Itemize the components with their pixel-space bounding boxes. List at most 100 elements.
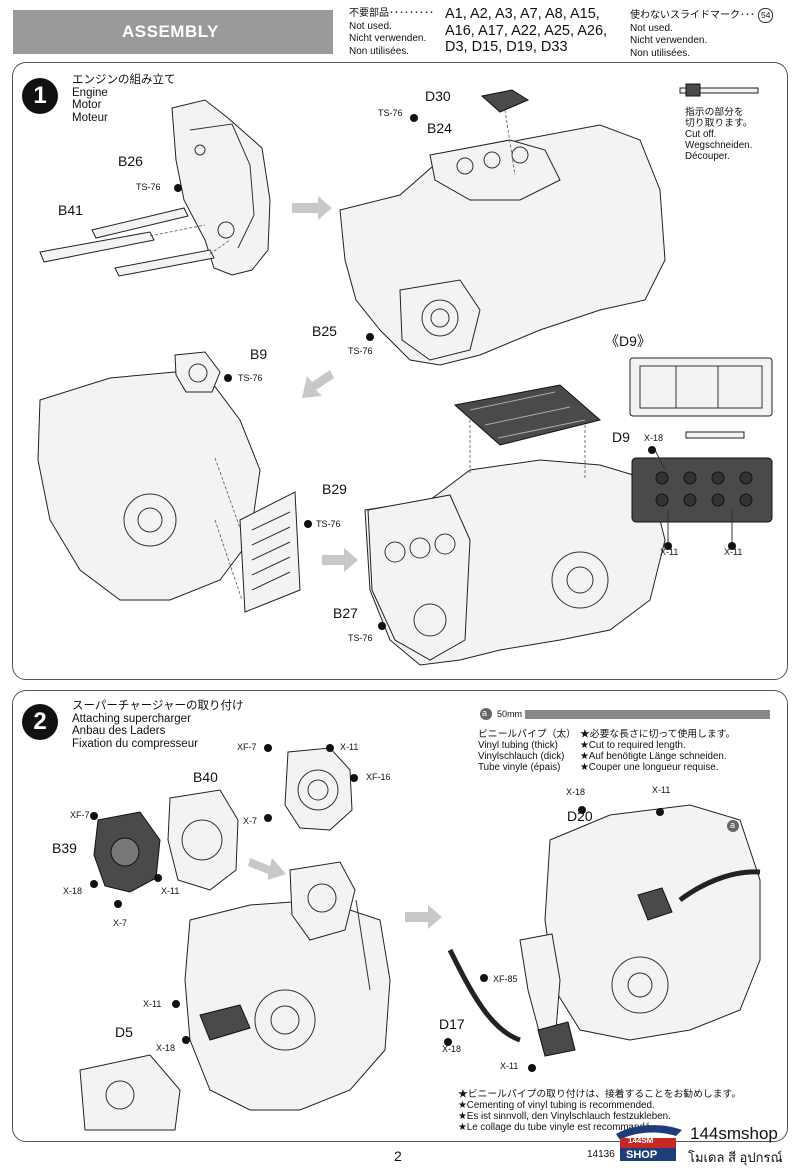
engine-step2-right <box>544 804 761 1041</box>
a-marker-icon-2 <box>727 820 739 832</box>
tube-scale-bar <box>525 710 770 719</box>
cement-ja: ★ビニールパイプの取り付けは、接着することをお勧めします。 <box>458 1089 742 1100</box>
label-d17: D17 <box>439 1016 465 1032</box>
label-d9: D9 <box>612 429 630 445</box>
flow-arrow-4 <box>248 858 286 880</box>
not-used-parts-line-1: A1, A2, A3, A7, A8, A15, <box>445 6 600 22</box>
step1-title-fr: Moteur <box>72 111 108 124</box>
label-xf16: XF-16 <box>366 772 391 782</box>
label-x11-a: X-11 <box>660 547 679 557</box>
label-x18-b2: X-18 <box>156 1043 176 1053</box>
a-marker-letter: a <box>482 708 488 718</box>
label-x18: X-18 <box>644 433 664 443</box>
unused-mark-fr: Non utilisées. <box>630 47 691 59</box>
label-x7-b: X-7 <box>113 918 128 928</box>
part-b41-shaft-b <box>114 249 215 277</box>
step2-number: 2 <box>22 704 58 740</box>
label-d9-bracket: 《D9》 <box>605 333 651 349</box>
step2-title: スーパーチャージャーの取り付け Attaching supercharger A… <box>72 700 243 750</box>
not-used-label: 不要部品･････････ Not used. Nicht verwenden.… <box>349 8 434 57</box>
not-used-de: Nicht verwenden. <box>349 33 427 44</box>
label-x11-c2: X-11 <box>143 999 162 1009</box>
label-b27: B27 <box>333 605 358 621</box>
label-xf85: XF-85 <box>493 974 518 984</box>
part-d5 <box>199 1004 251 1041</box>
watermark-thai: โมเดล สี อุปกรณ์ <box>688 1150 783 1165</box>
inset-detail <box>79 1054 181 1131</box>
label-b29: B29 <box>322 481 347 497</box>
shop-logo-top: 144SM <box>628 1136 654 1145</box>
step1-title-de: Motor <box>72 99 102 111</box>
part-d9 <box>453 384 602 446</box>
step2-illustration <box>79 708 770 1131</box>
tube-de: Vinylschlauch (dick) <box>478 751 565 762</box>
label-x11-e2: X-11 <box>500 1061 519 1071</box>
knife-icon-b <box>685 431 745 439</box>
cement-de: ★Es ist sinnvoll, den Vinylschlauch fest… <box>458 1111 671 1122</box>
d9-paint-diagram <box>631 457 773 523</box>
part-d20 <box>637 887 673 921</box>
cement-en: ★Cementing of vinyl tubing is recommende… <box>458 1100 655 1111</box>
unused-mark-de: Nicht verwenden. <box>630 35 708 46</box>
step2-title-fr: Fixation du compresseur <box>72 737 198 750</box>
screw-markers-2 <box>90 744 664 1072</box>
step1-title-en: Engine <box>72 86 108 99</box>
label-x18-d2: X-18 <box>442 1044 462 1054</box>
unused-slide-mark: 使わないスライドマーク･･･54 Not used. Nicht verwend… <box>630 8 774 60</box>
part-b9 <box>174 351 221 393</box>
engine-step2-left <box>184 899 391 1111</box>
not-used-en: Not used. <box>349 20 392 32</box>
cut-note-ja-2: 切り取ります。 <box>685 118 753 129</box>
screw-markers <box>174 114 736 630</box>
vinyl-tube-b <box>447 948 521 1043</box>
flow-arrow-2 <box>302 370 334 398</box>
label-x11-a2: X-11 <box>340 742 359 752</box>
part-b27 <box>367 494 471 661</box>
label-d30: D30 <box>425 88 451 104</box>
shop-logo-bottom: SHOP <box>626 1149 658 1161</box>
label-x18-a2: X-18 <box>63 886 83 896</box>
label-b40: B40 <box>193 769 218 785</box>
label-ts76-5: TS-76 <box>316 519 341 529</box>
part-b41-shaft-a <box>39 231 155 263</box>
step2-panel <box>12 690 788 1142</box>
part-b25 <box>399 279 481 361</box>
tube-inst-fr: ★Couper une longueur requise. <box>580 762 719 773</box>
step1-title-ja: エンジンの組み立て <box>72 74 176 86</box>
label-x11-d2: X-11 <box>652 785 671 795</box>
label-xf7-a: XF-7 <box>237 742 257 752</box>
tube-inst-en: ★Cut to required length. <box>580 740 686 751</box>
flow-arrow-1 <box>292 196 332 220</box>
supercharger-mounted <box>289 861 356 941</box>
d9-sprue-diagram <box>629 357 773 417</box>
tube-inst-de: ★Auf benötigte Länge schneiden. <box>580 751 727 762</box>
step1-number: 1 <box>22 78 58 114</box>
page-number: 2 <box>394 1148 402 1164</box>
tube-fr: Tube vinyle (épais) <box>478 762 561 773</box>
supercharger-housing <box>284 747 353 831</box>
not-used-fr: Non utilisées. <box>349 45 410 57</box>
label-x7-a: X-7 <box>243 816 258 826</box>
kit-code: 14136 <box>587 1149 615 1160</box>
label-b39: B39 <box>52 840 77 856</box>
step2-title-en: Attaching supercharger <box>72 712 191 725</box>
label-a-mark: a <box>730 820 736 830</box>
label-x11-b2: X-11 <box>161 886 180 896</box>
part-b40 <box>167 789 239 891</box>
page-title: ASSEMBLY <box>122 22 219 41</box>
label-b41: B41 <box>58 202 83 218</box>
not-used-parts-line-2: A16, A17, A22, A25, A26, <box>445 22 608 39</box>
part-b26 <box>171 99 271 276</box>
unused-mark-en: Not used. <box>630 22 673 34</box>
flow-arrow-3 <box>322 548 358 572</box>
part-d17 <box>537 1021 576 1057</box>
cut-note-fr: Découper. <box>685 151 730 162</box>
tube-instructions: ★必要な長さに切って使用します。 ★Cut to required length… <box>580 729 735 773</box>
step1-illustration <box>37 83 773 666</box>
part-b41-shaft-c <box>91 207 189 239</box>
tube-inst-ja: ★必要な長さに切って使用します。 <box>580 729 736 740</box>
not-used-parts-list: A1, A2, A3, A7, A8, A15, A16, A17, A22, … <box>445 6 607 56</box>
label-x18-c2: X-18 <box>566 787 586 797</box>
tube-en: Vinyl tubing (thick) <box>478 740 558 751</box>
label-b24: B24 <box>427 120 452 136</box>
